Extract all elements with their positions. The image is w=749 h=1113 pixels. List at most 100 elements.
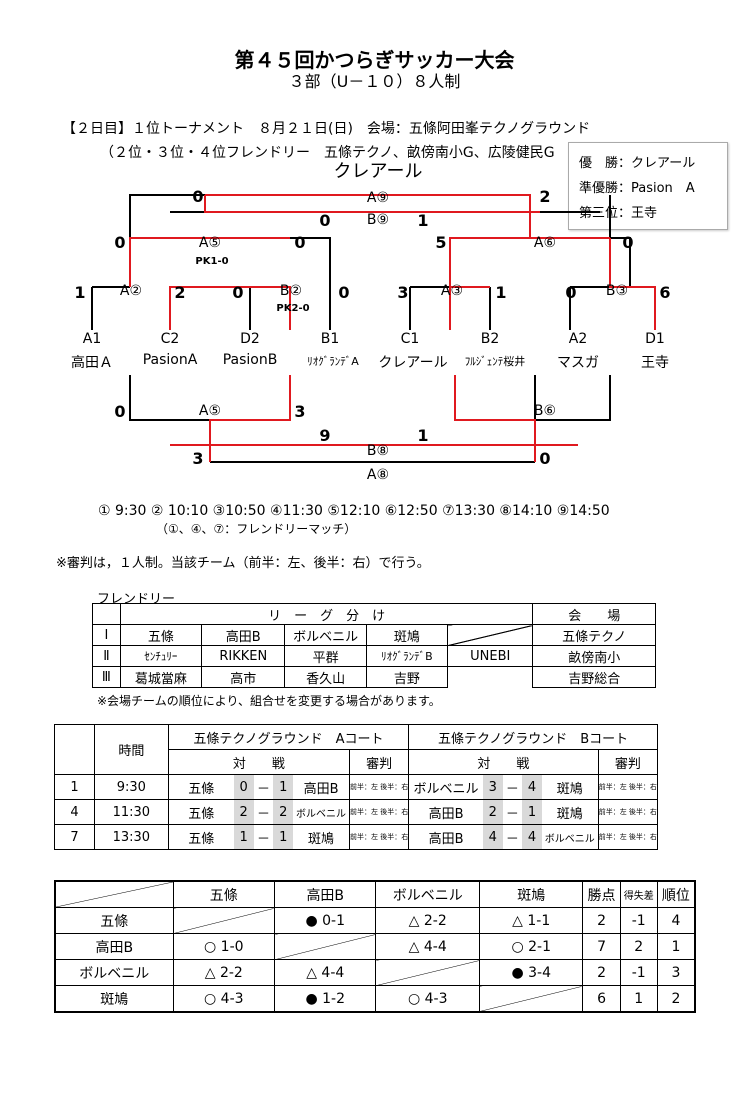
cell: Ⅱ [92, 645, 121, 667]
r1-score: 0 [232, 283, 244, 302]
final-score-right: 2 [539, 187, 551, 206]
cell: 2 [233, 799, 254, 825]
table-row: 7 13:30 五條 1 － 1 斑鳩 前半：左 後半：右 高田B 4 － 4 … [54, 824, 659, 850]
ref-note: 前半：左 後半：右 [597, 774, 659, 800]
cell: 3 [482, 774, 503, 800]
cell: 吉野総合 [532, 666, 656, 688]
ref-note: 前半：左 後半：右 [597, 799, 659, 825]
cell: 9:30 [93, 774, 169, 800]
semi-score: 0 [114, 233, 126, 252]
cell: 香久山 [284, 666, 367, 688]
venue-header: 会 場 [532, 603, 656, 625]
table-row: Ⅲ 葛城當麻 高市 香久山 吉野 吉野総合 [92, 666, 656, 688]
cell: 0 [233, 774, 254, 800]
cell: ボルベニル [541, 824, 599, 850]
table-row: 五條 ● 0-1 △ 2-2 △ 1-1 2 -1 4 [54, 907, 696, 934]
cell: 4 [522, 774, 542, 800]
cell [54, 724, 95, 775]
friendly-venues: （２位・３位・４位フレンドリー 五條テクノ、畝傍南小G、広陵健民G [100, 145, 555, 161]
r1-label: B② [279, 283, 303, 299]
cell: 2 [482, 799, 503, 825]
b8-score-right: 1 [417, 426, 429, 445]
team-code: C2 [160, 331, 180, 347]
cell [375, 959, 480, 986]
team-name: 王寺 [641, 355, 669, 371]
cell: 高田B [408, 799, 483, 825]
team-name: PasionA [142, 352, 198, 368]
ref-header: 審判 [597, 749, 659, 775]
team-name: 高田Ａ [71, 355, 113, 371]
r1-score: 6 [659, 283, 671, 302]
team: 斑鳩 [54, 985, 174, 1013]
cell: Ⅲ [92, 666, 121, 688]
cell: 斑鳩 [365, 624, 449, 646]
r1-score: 0 [565, 283, 577, 302]
semi-label: A⑥ [533, 235, 557, 251]
table-row: 高田B ○ 1-0 △ 4-4 ○ 2-1 7 2 1 [54, 933, 696, 960]
cell: － [502, 774, 523, 800]
third-label: B⑨ [366, 212, 390, 228]
table-row: 4 11:30 五條 2 － 2 ボルベニル 前半：左 後半：右 高田B 2 －… [54, 799, 659, 825]
league-header: リ ー グ 分 け [119, 603, 534, 625]
ref-header: 審判 [348, 749, 410, 775]
schedule-note: （①、④、⑦：フレンドリーマッチ） [156, 522, 357, 536]
team-code: D1 [645, 331, 665, 347]
r1-score: 3 [397, 283, 409, 302]
ref-note: 前半：左 後半：右 [348, 774, 410, 800]
team: 五條 [54, 907, 174, 934]
cell [54, 880, 174, 908]
court-table: 時間 五條テクノグラウンド Aコート 五條テクノグラウンド Bコート 対 戦 審… [54, 724, 659, 850]
day-info: 【２日目】１位トーナメント ８月２１日(日) 会場：五條阿田峯テクノグラウンド [62, 121, 591, 137]
cell: ○ 4-3 [375, 985, 480, 1013]
lower-label: A⑤ [198, 403, 222, 419]
cell [448, 667, 533, 688]
col-header: 高田B [274, 880, 377, 908]
page-subtitle: ３部（U－１０）８人制 [288, 72, 461, 91]
court-b-header: 五條テクノグラウンド Bコート [408, 724, 658, 750]
cell: ● 1-2 [274, 985, 377, 1013]
r1-score: 0 [338, 283, 350, 302]
cell: 6 [582, 985, 621, 1013]
cell: △ 4-4 [375, 933, 480, 960]
cell: UNEBI [447, 645, 534, 667]
cell: － [253, 774, 274, 800]
cell: 畝傍南小 [532, 645, 656, 667]
table-row: ボルベニル △ 2-2 △ 4-4 ● 3-4 2 -1 3 [54, 959, 696, 986]
b8-score-left: 9 [319, 426, 331, 445]
cell: 1 [273, 824, 294, 850]
third-score-left: 0 [319, 211, 331, 230]
pk-note: PK2-0 [276, 303, 310, 314]
cell: － [502, 799, 523, 825]
cell: 2 [656, 985, 696, 1013]
ref-note: 前半：左 後半：右 [348, 824, 410, 850]
cell: ｾﾝﾁｭﾘｰ [119, 645, 203, 667]
col-header: 勝点 [582, 880, 621, 908]
ref-note: 前半：左 後半：右 [597, 824, 659, 850]
cell: 葛城當麻 [119, 666, 203, 688]
cell: 高田B [293, 774, 350, 800]
team-name: ﾘｵｸﾞﾗﾝﾃﾞA [307, 355, 359, 368]
cell: 1 [233, 824, 254, 850]
cell: － [253, 799, 274, 825]
cell: -1 [619, 959, 658, 986]
third-score-right: 1 [417, 211, 429, 230]
a8-score-right: 0 [539, 449, 551, 468]
cell: 7 [582, 933, 621, 960]
team-code: C1 [400, 331, 420, 347]
cell: 斑鳩 [293, 824, 350, 850]
team-code: A2 [568, 331, 588, 347]
semi-label: A⑤ [198, 235, 222, 251]
cell: 4 [522, 824, 542, 850]
table-row: Ⅱ ｾﾝﾁｭﾘｰ RIKKEN 平群 ﾘｵｸﾞﾗﾝﾃﾞB UNEBI 畝傍南小 [92, 645, 656, 667]
r1-label: A② [119, 283, 143, 299]
cell: 2 [582, 959, 621, 986]
cell: 五條 [167, 774, 234, 800]
cell: △ 4-4 [274, 959, 377, 986]
cell [447, 624, 534, 646]
cell: 1 [273, 774, 294, 800]
team-name: マスガ [557, 355, 599, 371]
cell: △ 1-1 [478, 907, 584, 934]
cell: 五條 [167, 799, 234, 825]
cell: 11:30 [93, 799, 169, 825]
cell: ○ 2-1 [478, 933, 584, 960]
